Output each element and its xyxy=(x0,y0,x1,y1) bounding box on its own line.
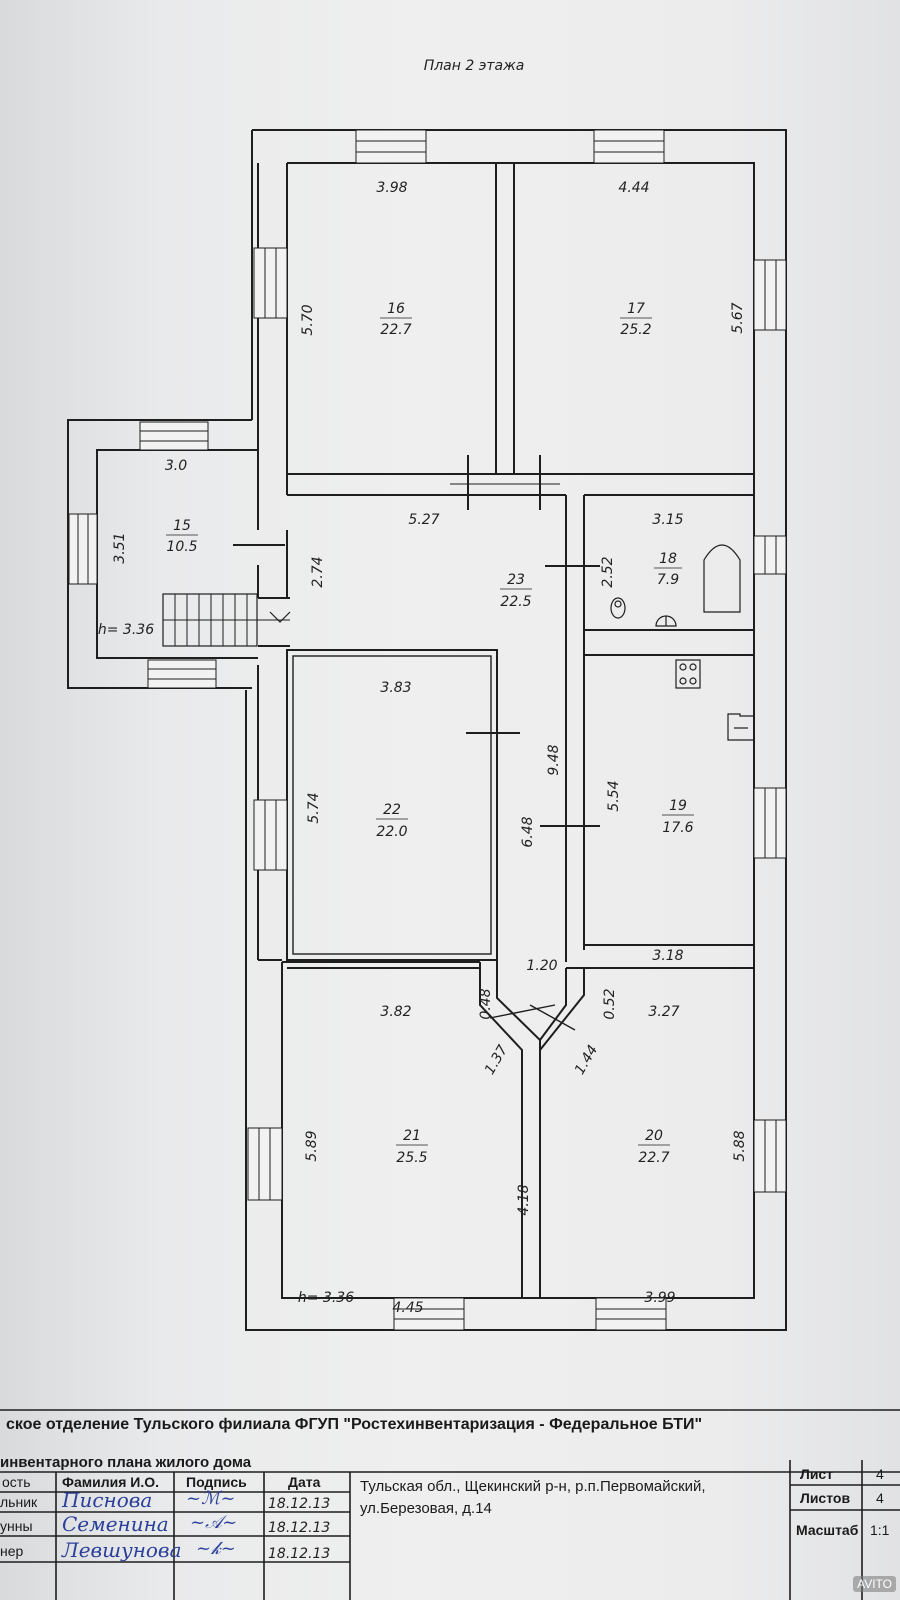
dim-r15-height: 3.51 xyxy=(112,532,128,563)
room-21-area: 25.5 xyxy=(396,1150,427,1166)
document-title-line: инвентарного плана жилого дома xyxy=(0,1454,252,1471)
room-17-number: 17 xyxy=(627,301,645,317)
watermark-logo: AVITO xyxy=(853,1576,896,1592)
room-23-number: 23 xyxy=(507,572,525,588)
kitchen-sink-icon xyxy=(727,713,754,741)
dim-hall-left: 0.48 xyxy=(478,988,494,1019)
dim-r16-width: 3.98 xyxy=(376,180,407,196)
room-18-number: 18 xyxy=(659,551,677,567)
dim-corridor-length: 9.48 xyxy=(546,744,562,775)
col-name-header: Фамилия И.О. xyxy=(62,1474,159,1490)
sheets-value: 4 xyxy=(876,1490,884,1506)
room-21-number: 21 xyxy=(403,1128,421,1144)
dim-r19-width: 3.18 xyxy=(652,948,683,964)
row2-date: 18.12.13 xyxy=(268,1520,331,1536)
room-18-area: 7.9 xyxy=(657,572,679,588)
scale-value: 1:1 xyxy=(870,1522,890,1538)
window xyxy=(253,799,288,871)
dim-r18-width: 3.15 xyxy=(652,512,683,528)
room-19-area: 17.6 xyxy=(662,820,693,836)
dim-r21-width-bottom: 4.45 xyxy=(392,1300,423,1316)
dim-r22-height: 5.74 xyxy=(306,792,322,823)
window xyxy=(593,129,665,164)
room-22-area: 22.0 xyxy=(376,824,407,840)
dim-r20-width-top: 3.27 xyxy=(648,1004,679,1020)
dim-r18-height: 2.52 xyxy=(600,556,616,587)
row2-name: Семенина xyxy=(62,1512,169,1536)
sheets-label: Листов xyxy=(800,1490,851,1506)
window xyxy=(253,247,288,319)
sink-icon xyxy=(655,615,677,627)
window xyxy=(247,1127,283,1201)
dim-r22-width: 3.83 xyxy=(380,680,411,696)
dim-r21-width-top: 3.82 xyxy=(380,1004,411,1020)
dim-r17-width: 4.44 xyxy=(618,180,649,196)
row3-date: 18.12.13 xyxy=(268,1546,331,1562)
dim-r23-height: 2.74 xyxy=(310,556,326,587)
r21-ceiling-height: h= 3.36 xyxy=(298,1290,354,1306)
bathtub-icon xyxy=(703,544,741,613)
dim-hall-diag-right: 1.44 xyxy=(572,1043,601,1078)
scale-label: Масштаб xyxy=(796,1522,859,1538)
dim-hall-diag-left: 1.37 xyxy=(482,1042,511,1077)
dim-hall-right: 0.52 xyxy=(602,988,618,1019)
dim-r23-width: 5.27 xyxy=(408,512,439,528)
plan-title: План 2 этажа xyxy=(424,58,525,74)
room-15-area: 10.5 xyxy=(166,539,197,555)
dim-r21-height: 5.89 xyxy=(304,1130,320,1161)
col-role-header: ость xyxy=(2,1474,31,1490)
row1-date: 18.12.13 xyxy=(268,1496,331,1512)
dim-hall-length: 4.18 xyxy=(516,1184,532,1215)
room-22-number: 22 xyxy=(383,802,401,818)
col-date-header: Дата xyxy=(288,1474,321,1490)
window xyxy=(139,421,209,451)
dim-r15-width: 3.0 xyxy=(165,458,187,474)
dim-r20-height: 5.88 xyxy=(732,1130,748,1161)
row3-signature-icon: ~𝓀~ xyxy=(196,1538,236,1559)
inner-wall-line xyxy=(281,162,755,1299)
room-16-number: 16 xyxy=(387,301,405,317)
row3-name: Левшунова xyxy=(62,1538,182,1562)
address-line-1: Тульская обл., Щекинский р-н, р.п.Первом… xyxy=(360,1478,706,1495)
dim-r19-height: 5.54 xyxy=(606,780,622,811)
window xyxy=(68,513,98,585)
room-15-number: 15 xyxy=(173,518,191,534)
sheet-value: 4 xyxy=(876,1466,884,1482)
row2-role: унны xyxy=(0,1518,33,1534)
window xyxy=(753,259,787,331)
outer-wall xyxy=(245,129,787,1331)
stove-icon xyxy=(675,659,701,689)
address-line-2: ул.Березовая, д.14 xyxy=(360,1500,492,1517)
row2-signature-icon: ~𝒜~ xyxy=(190,1512,238,1533)
window xyxy=(393,1297,465,1331)
row1-signature-icon: ~ℳ~ xyxy=(186,1488,236,1509)
row3-role: нер xyxy=(0,1543,24,1559)
dim-r16-height: 5.70 xyxy=(300,304,316,335)
window xyxy=(147,659,217,689)
row1-name: Писнова xyxy=(62,1488,153,1512)
window xyxy=(753,787,787,859)
room-20-number: 20 xyxy=(645,1128,663,1144)
room-23-area: 22.5 xyxy=(500,594,531,610)
room-19-number: 19 xyxy=(669,798,687,814)
row1-role: льник xyxy=(0,1494,38,1510)
organization-line: ское отделение Тульского филиала ФГУП "Р… xyxy=(6,1416,703,1433)
window xyxy=(753,535,787,575)
room-16-area: 22.7 xyxy=(380,322,411,338)
window xyxy=(595,1297,667,1331)
room-17-area: 25.2 xyxy=(620,322,651,338)
r15-ceiling-height: h= 3.36 xyxy=(98,622,154,638)
dim-r20-width-bottom: 3.99 xyxy=(644,1290,675,1306)
sheet-label: Лист xyxy=(800,1466,834,1482)
window xyxy=(355,129,427,164)
window xyxy=(753,1119,787,1193)
toilet-icon xyxy=(610,597,626,619)
room-20-area: 22.7 xyxy=(638,1150,669,1166)
col-sign-header: Подпись xyxy=(186,1474,247,1490)
dim-corridor-width: 1.20 xyxy=(526,958,557,974)
dim-corridor-length-2: 6.48 xyxy=(520,816,536,847)
dim-r17-height: 5.67 xyxy=(730,302,746,333)
